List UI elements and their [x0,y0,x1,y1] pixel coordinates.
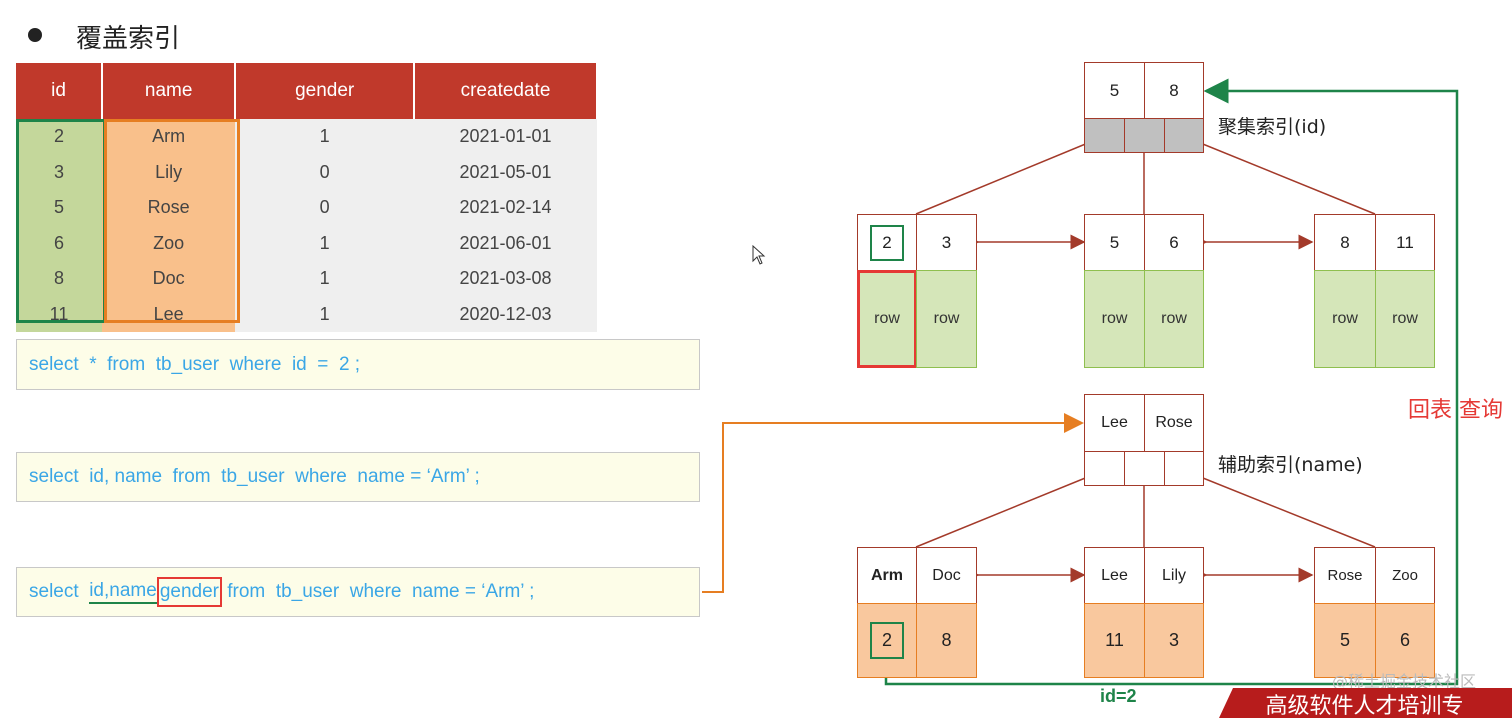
sql3-gender-boxed: gender [156,577,222,607]
cell-gender: 1 [235,225,415,261]
cell-gender: 1 [235,296,415,332]
cell-name: Arm [102,119,236,155]
cell-name: Zoo [102,225,236,261]
sql-query-1: select * from tb_user where id = 2 ; [16,339,700,390]
clustered-root-key: 5 [1084,62,1145,119]
clustered-leaf-key: 8 [1314,214,1376,271]
clustered-pointer [1084,118,1125,153]
cell-id: 11 [16,296,103,332]
secondary-leaf-id: 6 [1375,603,1435,678]
secondary-pointer [1084,451,1125,486]
clustered-row: row [1084,270,1145,368]
secondary-leaf-key: Doc [916,547,977,604]
cell-name: Lee [102,296,236,332]
clustered-pointer [1124,118,1165,153]
sql3-id-name-underlined: id,name [89,580,157,604]
header-name: name [102,63,237,119]
secondary-leaf-id: 2 [857,603,917,678]
secondary-leaf-key: Lee [1084,547,1145,604]
table-row: 8 Doc 1 2021-03-08 [16,261,597,297]
header-gender: gender [235,63,416,119]
user-table: id name gender createdate 2 Arm 1 2021-0… [16,63,598,332]
leaf-key-highlight: 2 [870,224,904,261]
sql-query-2: select id, name from tb_user where name … [16,452,700,502]
cell-name: Rose [102,190,236,226]
cell-createdate: 2021-03-08 [414,261,597,297]
secondary-leaf-id: 3 [1144,603,1204,678]
mouse-cursor-icon [752,245,766,265]
secondary-leaf-id: 11 [1084,603,1145,678]
cell-name: Lily [102,154,236,190]
name-column-highlight [104,119,240,323]
table-row: 5 Rose 0 2021-02-14 [16,190,597,226]
clustered-row-highlight: row [857,270,917,368]
clustered-row: row [1144,270,1204,368]
clustered-row: row [1314,270,1376,368]
slide-title: 覆盖索引 [76,24,181,54]
secondary-root-key: Rose [1144,394,1204,452]
secondary-pointer [1124,451,1165,486]
header-createdate: createdate [414,63,598,119]
cell-gender: 1 [235,261,415,297]
clustered-leaf-key: 6 [1144,214,1204,271]
bottom-banner: 高级软件人才培训专 [1219,688,1512,718]
cell-id: 3 [16,154,103,190]
cell-gender: 0 [235,154,415,190]
clustered-root-key: 8 [1144,62,1204,119]
clustered-leaf-key: 5 [1084,214,1145,271]
cell-createdate: 2021-05-01 [414,154,597,190]
clustered-pointer [1164,118,1204,153]
secondary-leaf-key: Rose [1314,547,1376,604]
cell-createdate: 2021-01-01 [414,119,597,155]
cell-id: 5 [16,190,103,226]
secondary-leaf-key: Zoo [1375,547,1435,604]
table-row: 2 Arm 1 2021-01-01 [16,119,597,155]
secondary-pointer [1164,451,1204,486]
cell-gender: 0 [235,190,415,226]
cell-createdate: 2021-02-14 [414,190,597,226]
back-query-label: 回表 查询 [1408,398,1503,423]
secondary-leaf-id: 8 [916,603,977,678]
secondary-root-key: Lee [1084,394,1145,452]
header-id: id [16,63,104,119]
secondary-index-label: 辅助索引(name) [1218,454,1363,476]
id-equals-label: id=2 [1100,686,1137,706]
cell-id: 2 [16,119,103,155]
cell-id: 8 [16,261,103,297]
bullet-dot [28,28,42,42]
cell-id: 6 [16,225,103,261]
cell-createdate: 2020-12-03 [414,296,597,332]
table-row: 11 Lee 1 2020-12-03 [16,296,597,332]
cell-gender: 1 [235,119,415,155]
secondary-leaf-id: 5 [1314,603,1376,678]
clustered-row: row [916,270,977,368]
cell-createdate: 2021-06-01 [414,225,597,261]
clustered-index-label: 聚集索引(id) [1218,116,1327,138]
watermark: @稀土掘金技术社区 [1332,672,1477,691]
secondary-leaf-key: Arm [857,547,917,604]
banner-text: 高级软件人才培训专 [1265,694,1464,718]
table-row: 6 Zoo 1 2021-06-01 [16,225,597,261]
leaf-id-highlight: 2 [869,622,904,659]
table-row: 3 Lily 0 2021-05-01 [16,154,597,190]
secondary-leaf-key: Lily [1144,547,1204,604]
clustered-row: row [1375,270,1435,368]
sql3-prefix: select [29,581,90,602]
cell-name: Doc [102,261,236,297]
clustered-leaf-key: 2 [857,214,917,271]
clustered-leaf-key: 11 [1375,214,1435,271]
clustered-leaf-key: 3 [916,214,977,271]
sql3-suffix: from tb_user where name = ‘Arm’ ; [221,581,535,602]
